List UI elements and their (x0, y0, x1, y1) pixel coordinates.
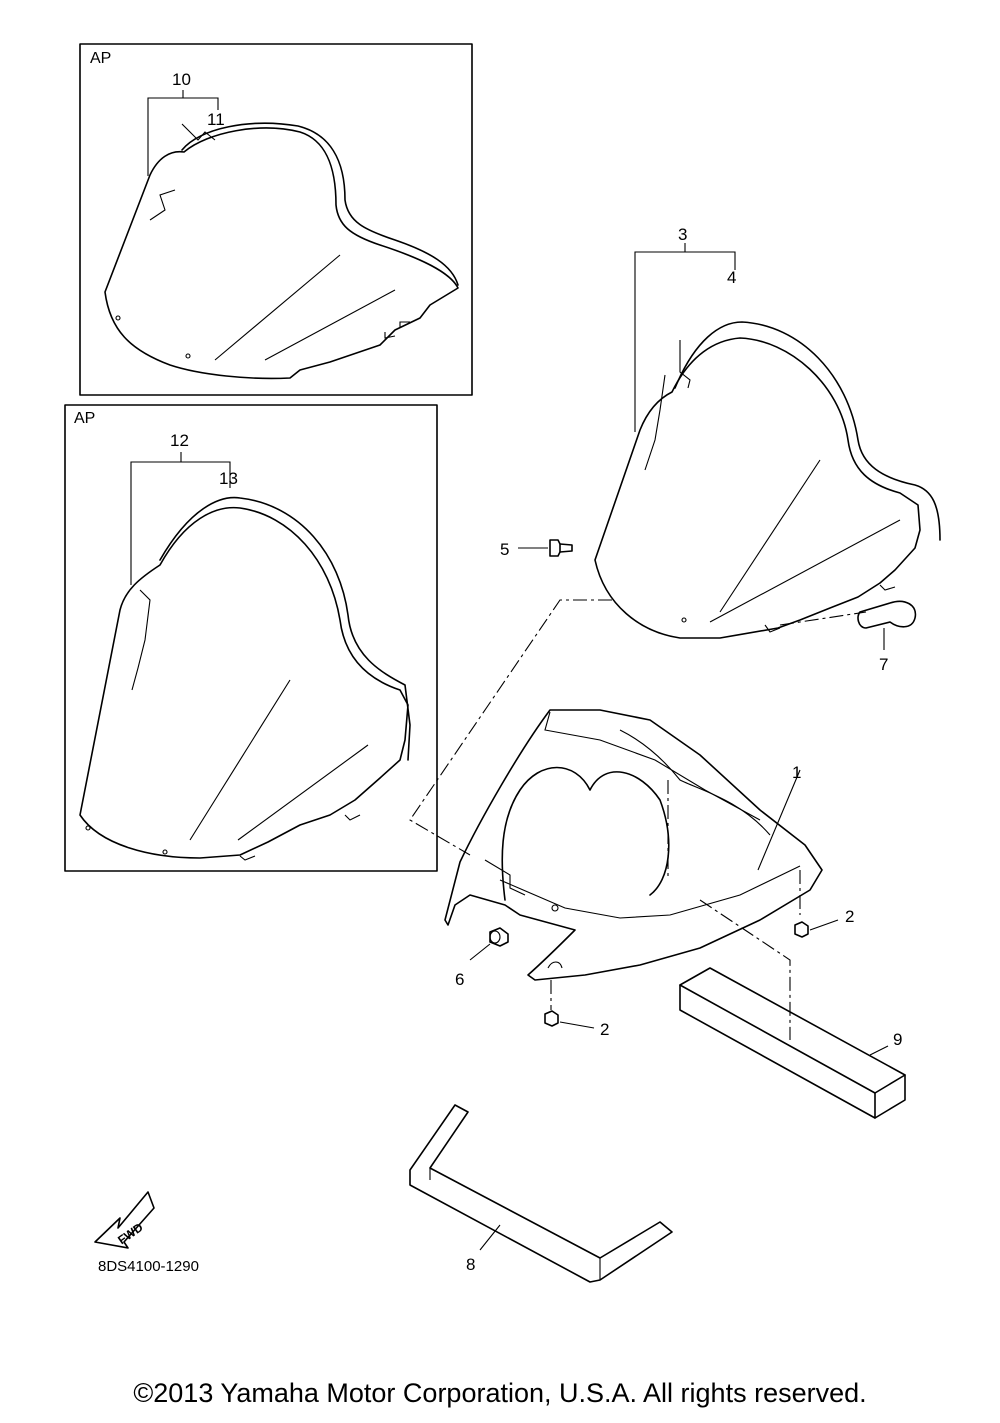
seal-8 (409, 1104, 673, 1283)
cover-1 (444, 709, 823, 981)
knob-7 (857, 600, 917, 650)
callout-4: 4 (727, 268, 736, 287)
assembly-line-left (409, 599, 612, 856)
inset-top-frame (79, 43, 473, 396)
fwd-label: FWD (115, 1220, 146, 1247)
callout-6: 6 (455, 970, 464, 989)
callout-8: 8 (466, 1255, 475, 1274)
bolt-2-bottom (544, 980, 595, 1029)
callout-5: 5 (500, 540, 509, 559)
inset-top-ap-tag: AP (90, 50, 111, 67)
bracket-12 (130, 461, 231, 585)
windshield-10 (104, 122, 459, 380)
windshield-3 (594, 243, 941, 639)
callout-10: 10 (172, 70, 191, 89)
callout-11: 11 (207, 110, 225, 129)
callout-3: 3 (678, 225, 687, 244)
windshield-12 (79, 496, 411, 861)
callout-2-right: 2 (845, 907, 854, 926)
diagram-code: 8DS4100-1290 (98, 1258, 199, 1275)
inset-bottom-frame (64, 404, 438, 872)
fwd-arrow-icon: FWD (94, 1191, 155, 1249)
copyright-notice: ©2013 Yamaha Motor Corporation, U.S.A. A… (133, 1378, 867, 1408)
callout-7: 7 (879, 655, 888, 674)
callout-1: 1 (792, 763, 801, 782)
bolt-6 (469, 927, 509, 961)
callout-12: 12 (170, 431, 189, 450)
inset-bottom: AP 12 13 (64, 404, 438, 872)
foam-block-9 (679, 967, 906, 1119)
callout-13: 13 (219, 469, 238, 488)
screw-5 (518, 539, 573, 557)
inset-top: AP 10 11 (79, 43, 473, 396)
inset-bottom-ap-tag: AP (74, 410, 95, 427)
assembly-line-right (699, 899, 791, 1040)
callout-2-bottom: 2 (600, 1020, 609, 1039)
bolt-2-right (794, 870, 839, 938)
callout-9: 9 (893, 1030, 902, 1049)
